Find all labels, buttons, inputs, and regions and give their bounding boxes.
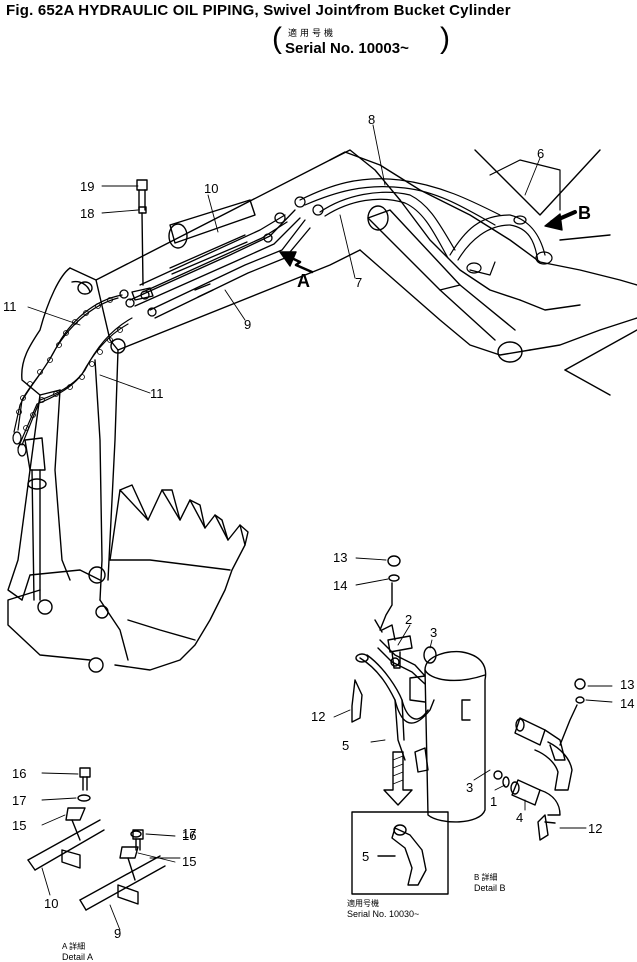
detail-b-caption: Detail B (474, 883, 506, 893)
label-1: 1 (490, 794, 497, 809)
applicable-units-label: 適用号機 (288, 28, 337, 38)
inset-serial: Serial No. 10030~ (347, 909, 419, 919)
leader-lines-detail-b (333, 557, 613, 829)
leader-lines-main (27, 124, 541, 394)
label-16-upper: 16 (12, 766, 26, 781)
bolt-19-washer-18 (131, 179, 154, 301)
label-5-main: 5 (342, 738, 349, 753)
label-13-right: 13 (620, 677, 634, 692)
close-paren: ) (440, 22, 450, 55)
arrow-a-head (279, 251, 297, 267)
label-15-upper: 15 (12, 818, 26, 833)
boom-arm-assembly (7, 149, 637, 601)
figure-title: Fig. 652A HYDRAULIC OIL PIPING, Swivel J… (6, 2, 511, 19)
label-17-upper: 17 (12, 793, 26, 808)
label-8: 8 (368, 112, 375, 127)
label-5-inset: 5 (362, 849, 369, 864)
leader-lines-detail-a (41, 772, 181, 931)
flexible-hoses-11 (12, 294, 133, 457)
label-9-detail: 9 (114, 926, 121, 941)
label-9-main: 9 (244, 317, 251, 332)
inset-jp: 適用号機 (347, 898, 379, 908)
bucket (7, 484, 249, 673)
hoses-upper (294, 159, 561, 276)
detail-b-jp: B 詳細 (474, 872, 498, 882)
detail-a-caption: Detail A (62, 952, 93, 962)
label-11-left: 11 (3, 299, 17, 314)
detail-b-swivel-joint (351, 555, 586, 841)
open-paren: ( (272, 22, 282, 55)
label-16-lower: 16 (182, 828, 196, 843)
label-11-right: 11 (150, 386, 164, 401)
label-14-right: 14 (620, 696, 634, 711)
label-3-top: 3 (430, 625, 437, 640)
serial-number: Serial No. 10003~ (285, 40, 409, 57)
label-12-right: 12 (588, 821, 602, 836)
label-17-lower-visible: 17 (182, 826, 197, 841)
label-arrow-a: A (297, 271, 310, 291)
label-7: 7 (355, 275, 362, 290)
label-15-lower: 15 (182, 854, 196, 869)
label-6: 6 (537, 146, 544, 161)
pipes-9-10 (119, 209, 311, 319)
label-14-left: 14 (333, 578, 347, 593)
label-4: 4 (516, 810, 523, 825)
detail-a-jp: A 詳細 (62, 941, 85, 951)
label-18: 18 (80, 206, 94, 221)
label-10-main: 10 (204, 181, 218, 196)
label-2: 2 (405, 612, 412, 627)
label-3-bottom: 3 (466, 780, 473, 795)
inset-serial-10030 (351, 811, 449, 895)
detail-a-clamps (27, 767, 166, 911)
arrow-b-head (544, 213, 563, 231)
label-19: 19 (80, 179, 94, 194)
label-12-left: 12 (311, 709, 325, 724)
label-13-left: 13 (333, 550, 347, 565)
label-arrow-b: B (578, 203, 591, 223)
label-10-detail: 10 (44, 896, 58, 911)
